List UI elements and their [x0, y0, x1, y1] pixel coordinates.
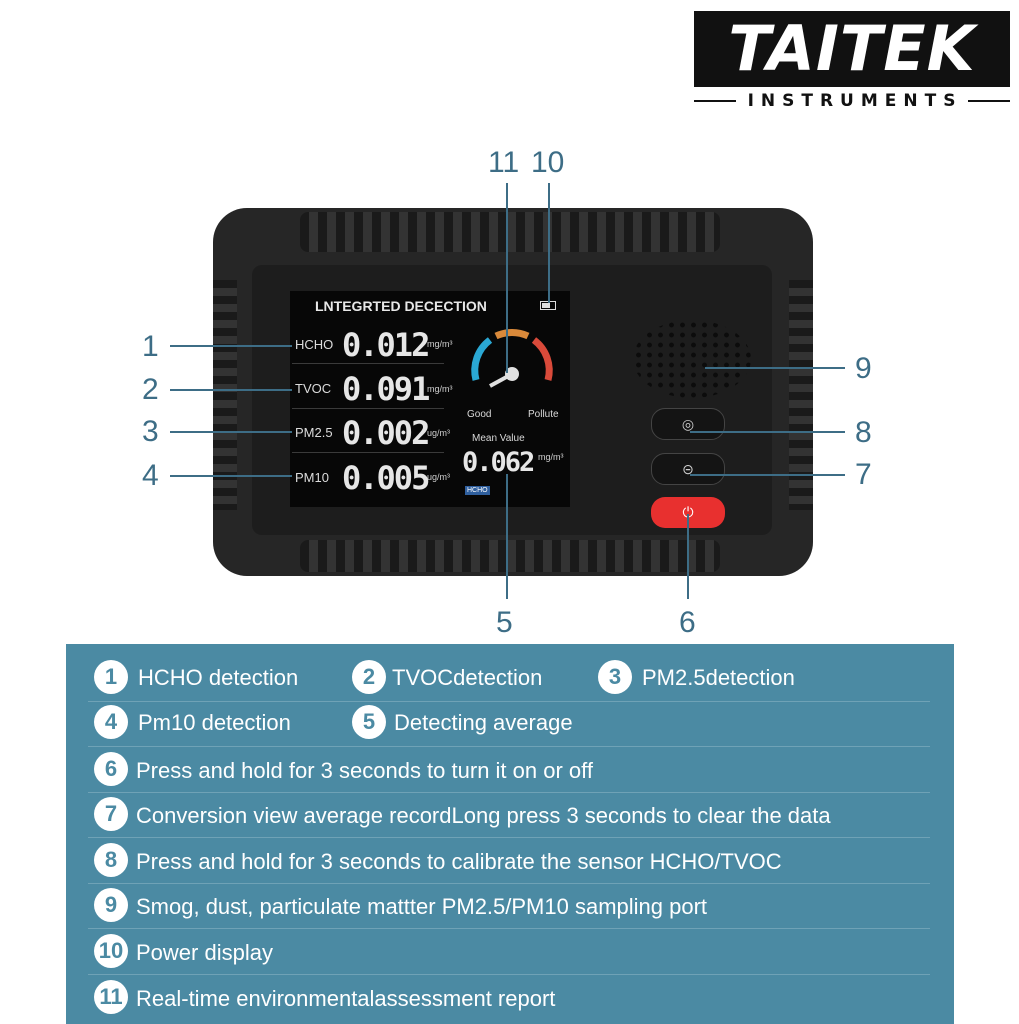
legend-divider [88, 974, 930, 975]
leader-line-5 [506, 474, 508, 599]
leader-line-8 [690, 431, 845, 433]
legend-text: Pm10 detection [138, 710, 291, 735]
sampling-port-grille [633, 320, 751, 398]
leader-line-1 [170, 345, 292, 347]
screen-unit-tvoc: mg/m³ [427, 384, 453, 394]
legend-number: 10 [94, 934, 128, 968]
mean-unit: mg/m³ [538, 452, 564, 462]
screen-divider [292, 363, 444, 364]
legend-text: TVOCdetection [392, 665, 543, 690]
screen-value-pm25: 0.002 [342, 414, 430, 452]
gauge-segment-pollute [531, 337, 553, 381]
brand-name: TAITEK [728, 12, 976, 85]
leader-line-9 [705, 367, 845, 369]
legend-divider [88, 792, 930, 793]
screen-label-pm10: PM10 [295, 470, 329, 485]
lcd-screen [290, 291, 570, 507]
brand-logo: TAITEK [694, 11, 1010, 87]
legend-number: 9 [94, 888, 128, 922]
legend-text: Conversion view average recordLong press… [136, 803, 831, 828]
screen-unit-pm10: ug/m³ [427, 472, 451, 482]
legend-text: Detecting average [394, 710, 573, 735]
legend-text: PM2.5detection [642, 665, 795, 690]
legend-divider [88, 883, 930, 884]
legend-text: Power display [136, 940, 273, 965]
legend-number: 1 [94, 660, 128, 694]
callout-9: 9 [855, 352, 872, 385]
device-ridges-right [789, 280, 813, 510]
gauge-pollute-label: Pollute [528, 409, 559, 420]
legend-text: Press and hold for 3 seconds to turn it … [136, 758, 593, 783]
callout-4: 4 [142, 459, 159, 492]
callout-10: 10 [531, 146, 565, 179]
device-ridges-left [213, 280, 237, 510]
legend-text: Press and hold for 3 seconds to calibrat… [136, 849, 782, 874]
callout-3: 3 [142, 415, 159, 448]
legend-number: 2 [352, 660, 386, 694]
leader-line-4 [170, 475, 292, 477]
logo-rule-right [968, 100, 1011, 102]
legend-number: 6 [94, 752, 128, 786]
callout-1: 1 [142, 330, 159, 363]
legend-divider [88, 928, 930, 929]
leader-line-7 [690, 474, 845, 476]
device-ridges-top [300, 212, 720, 252]
gauge-hub [505, 367, 519, 381]
target-icon: ◎ [681, 415, 695, 432]
device-ridges-bottom [300, 540, 720, 572]
callout-2: 2 [142, 373, 159, 406]
screen-unit-pm25: ug/m³ [427, 428, 451, 438]
mean-value-label: Mean Value [472, 433, 525, 444]
logo-rule-left [694, 100, 736, 102]
gauge-good-label: Good [467, 409, 492, 420]
screen-value-hcho: 0.012 [342, 326, 430, 364]
cycle-icon: ⊝ [682, 460, 694, 477]
legend-number: 7 [94, 797, 128, 831]
legend-divider [88, 701, 930, 702]
legend-number: 3 [598, 660, 632, 694]
legend-number: 8 [94, 843, 128, 877]
leader-line-3 [170, 431, 292, 433]
power-icon: ⏻ [682, 504, 694, 520]
gauge-segment-good [471, 337, 493, 381]
assessment-gauge [471, 329, 553, 388]
leader-line-6 [687, 514, 689, 599]
mean-tag: HCHO [465, 486, 490, 495]
screen-title: LNTEGRTED DECECTION [315, 298, 487, 314]
legend-text: Smog, dust, particulate mattter PM2.5/PM… [136, 894, 708, 919]
screen-unit-hcho: mg/m³ [427, 339, 453, 349]
callout-11: 11 [488, 146, 520, 179]
legend-divider [88, 746, 930, 747]
screen-divider [292, 408, 444, 409]
leader-line-11 [506, 183, 508, 373]
callout-8: 8 [855, 416, 872, 449]
legend-text: Real-time environmentalassessment report [136, 986, 556, 1011]
legend-number: 4 [94, 705, 128, 739]
legend-divider [88, 837, 930, 838]
calibrate-button[interactable]: ◎ [651, 408, 725, 440]
convert-button[interactable]: ⊝ [651, 453, 725, 485]
brand-subtitle-text: INSTRUMENTS [747, 91, 963, 111]
screen-divider [292, 452, 444, 453]
legend-number: 5 [352, 705, 386, 739]
brand-subtitle: INSTRUMENTS [694, 90, 1011, 112]
leader-line-10 [548, 183, 550, 303]
screen-label-hcho: HCHO [295, 337, 334, 352]
callout-6: 6 [679, 606, 696, 639]
gauge-segment-mid [494, 329, 530, 340]
screen-label-pm25: PM2.5 [295, 425, 333, 440]
screen-value-pm10: 0.005 [342, 459, 430, 497]
legend-panel [66, 644, 954, 1024]
legend-number: 11 [94, 980, 128, 1014]
mean-value: 0.062 [462, 447, 535, 478]
callout-7: 7 [855, 458, 872, 491]
screen-label-tvoc: TVOC [295, 381, 332, 396]
callout-5: 5 [496, 606, 513, 639]
leader-line-2 [170, 389, 292, 391]
legend-text: HCHO detection [138, 665, 299, 690]
screen-value-tvoc: 0.091 [342, 370, 430, 408]
